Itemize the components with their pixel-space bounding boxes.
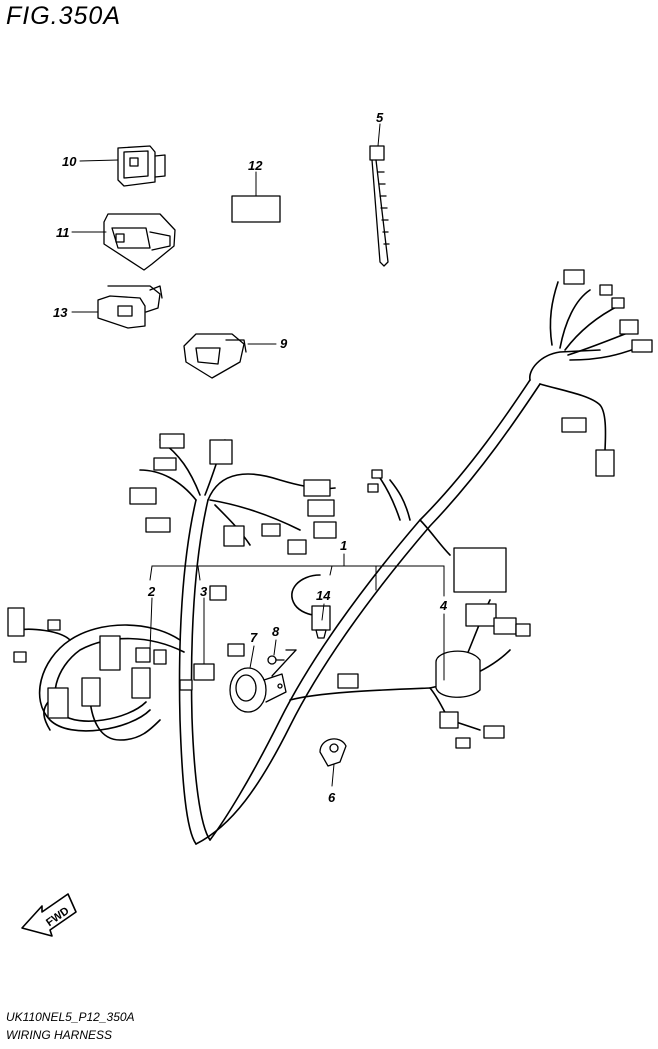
connector-blocks (7, 269, 653, 749)
part-label-7: 7 (250, 630, 258, 645)
terminal-part-6 (319, 738, 347, 767)
switch-part-13 (97, 285, 163, 329)
cable-tie-part-5 (369, 145, 390, 267)
part-label-10: 10 (62, 154, 77, 169)
switch-part-11 (103, 213, 176, 271)
part-label-11: 11 (56, 225, 70, 240)
part-label-5: 5 (376, 110, 384, 125)
figure-title: FIG.350A (6, 2, 121, 30)
part-label-1: 1 (340, 538, 348, 553)
diagram-caption: WIRING HARNESS (6, 1028, 113, 1042)
part-label-4: 4 (440, 598, 448, 613)
horn-part-7 (229, 649, 297, 713)
diagram-code: UK110NEL5_P12_350A (6, 1010, 135, 1024)
switch-part-10 (117, 145, 166, 187)
label-plate-12 (231, 195, 281, 223)
part-label-8: 8 (272, 624, 280, 639)
part-label-3: 3 (200, 584, 208, 599)
fwd-arrow-icon: FWD (21, 893, 77, 937)
part-label-13: 13 (53, 305, 68, 320)
leader-lines (71, 123, 445, 787)
switch-part-9 (183, 333, 247, 379)
part-label-2: 2 (148, 584, 156, 599)
relay-part-14 (311, 605, 331, 639)
part-label-6: 6 (328, 790, 336, 805)
part-label-9: 9 (280, 336, 288, 351)
part-label-12: 12 (248, 158, 263, 173)
part-label-14: 14 (316, 588, 331, 603)
bolt-part-8 (267, 655, 285, 665)
